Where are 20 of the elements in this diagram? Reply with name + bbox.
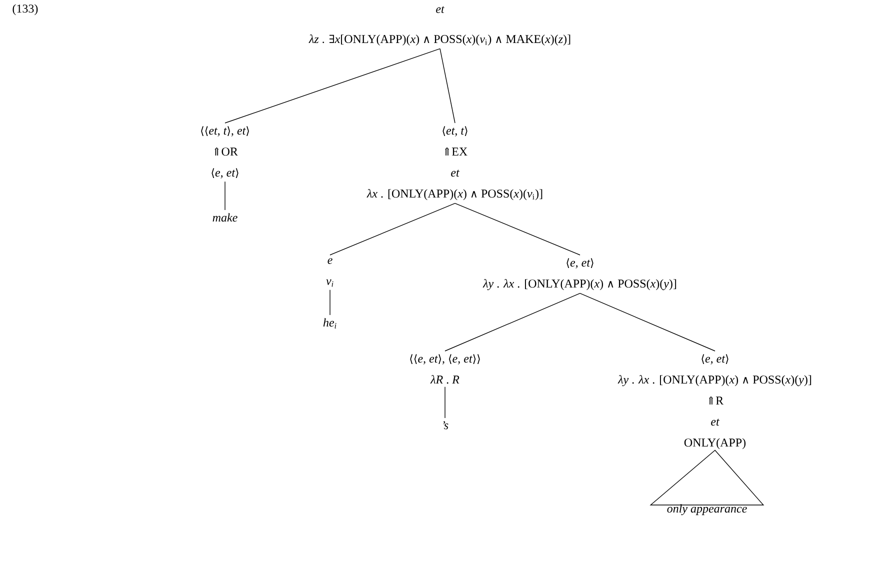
- branch-line: [440, 48, 456, 124]
- branch-line: [224, 48, 440, 124]
- tree-node-label: ⟨et, t⟩ ⇑EX et λx . [ONLY(APP)(x) ∧ POSS(x)(v$_{i}$)]: [366, 126, 542, 200]
- branch-line: [580, 292, 716, 352]
- word-leaf: he$_{i}$: [323, 318, 336, 328]
- word-leaf: ’s: [443, 421, 448, 430]
- branch-line: [444, 386, 446, 418]
- branch-line: [454, 202, 580, 256]
- tree-node-label: ⟨e, et⟩ λy . λx . [ONLY(APP)(x) ∧ POSS(x)(y)] ⇑R et ONLY(APP): [618, 354, 812, 450]
- tree-node-label: et λz . ∃x[ONLY(APP)(x) ∧ POSS(x)(v$_{i}$) ∧ MAKE(x)(z)]: [308, 6, 570, 46]
- branch-line: [224, 181, 226, 210]
- tree-node-label: e v$_{i}$: [326, 258, 334, 287]
- example-number: (133): [12, 4, 38, 16]
- tree-node-label: ⟨⟨e, et⟩, ⟨e, et⟩⟩ λR . R: [410, 354, 480, 384]
- tree-node-label: ⟨⟨et, t⟩, et⟩ ⇑OR ⟨e, et⟩: [201, 126, 249, 178]
- branch-line: [330, 202, 456, 256]
- branch-line: [444, 292, 580, 352]
- word-leaf: make: [212, 213, 238, 222]
- word-leaf: only appearance: [667, 504, 747, 516]
- tree-node-label: ⟨e, et⟩ λy . λx . [ONLY(APP)(x) ∧ POSS(x)(y)]: [482, 258, 676, 290]
